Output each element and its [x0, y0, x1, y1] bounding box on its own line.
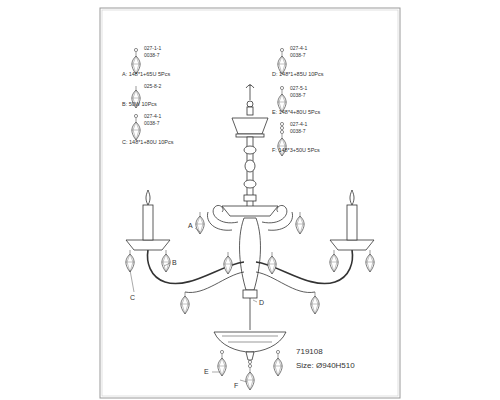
callout-letter: A	[188, 222, 193, 229]
part-spec: C: 148*1+80U 10Pcs	[122, 140, 174, 146]
part-code: 027-4-1	[144, 114, 161, 119]
part-spec: D: 148*1+85U 10Pcs	[272, 72, 324, 78]
part-code: 025-8-2	[144, 84, 161, 89]
callout-letter: D	[259, 299, 264, 306]
part-spec: F: 148*3+50U 5Pcs	[272, 148, 320, 154]
part-code: 0038-7	[144, 121, 160, 126]
part-code: 0038-7	[144, 53, 160, 58]
part-code: 0038-7	[290, 129, 306, 134]
size-note: Size: Ø940H510	[296, 362, 355, 370]
part-code: 027-4-1	[290, 46, 307, 51]
part-code: 027-1-1	[144, 46, 161, 51]
part-spec: A: 148*1+65U 5Pcs	[122, 72, 170, 78]
part-code: 027-4-1	[290, 122, 307, 127]
part-spec: B: 50W 10Pcs	[122, 102, 157, 108]
part-code: 0038-7	[290, 53, 306, 58]
callout-letter: C	[130, 294, 135, 301]
model-number: 719108	[296, 348, 323, 356]
callout-letter: B	[172, 259, 177, 266]
callout-letter: F	[234, 382, 238, 389]
part-code: 027-5-1	[290, 86, 307, 91]
callout-letter: E	[204, 368, 209, 375]
part-code: 0038-7	[290, 93, 306, 98]
part-spec: E: 148*4+80U 5Pcs	[272, 110, 320, 116]
